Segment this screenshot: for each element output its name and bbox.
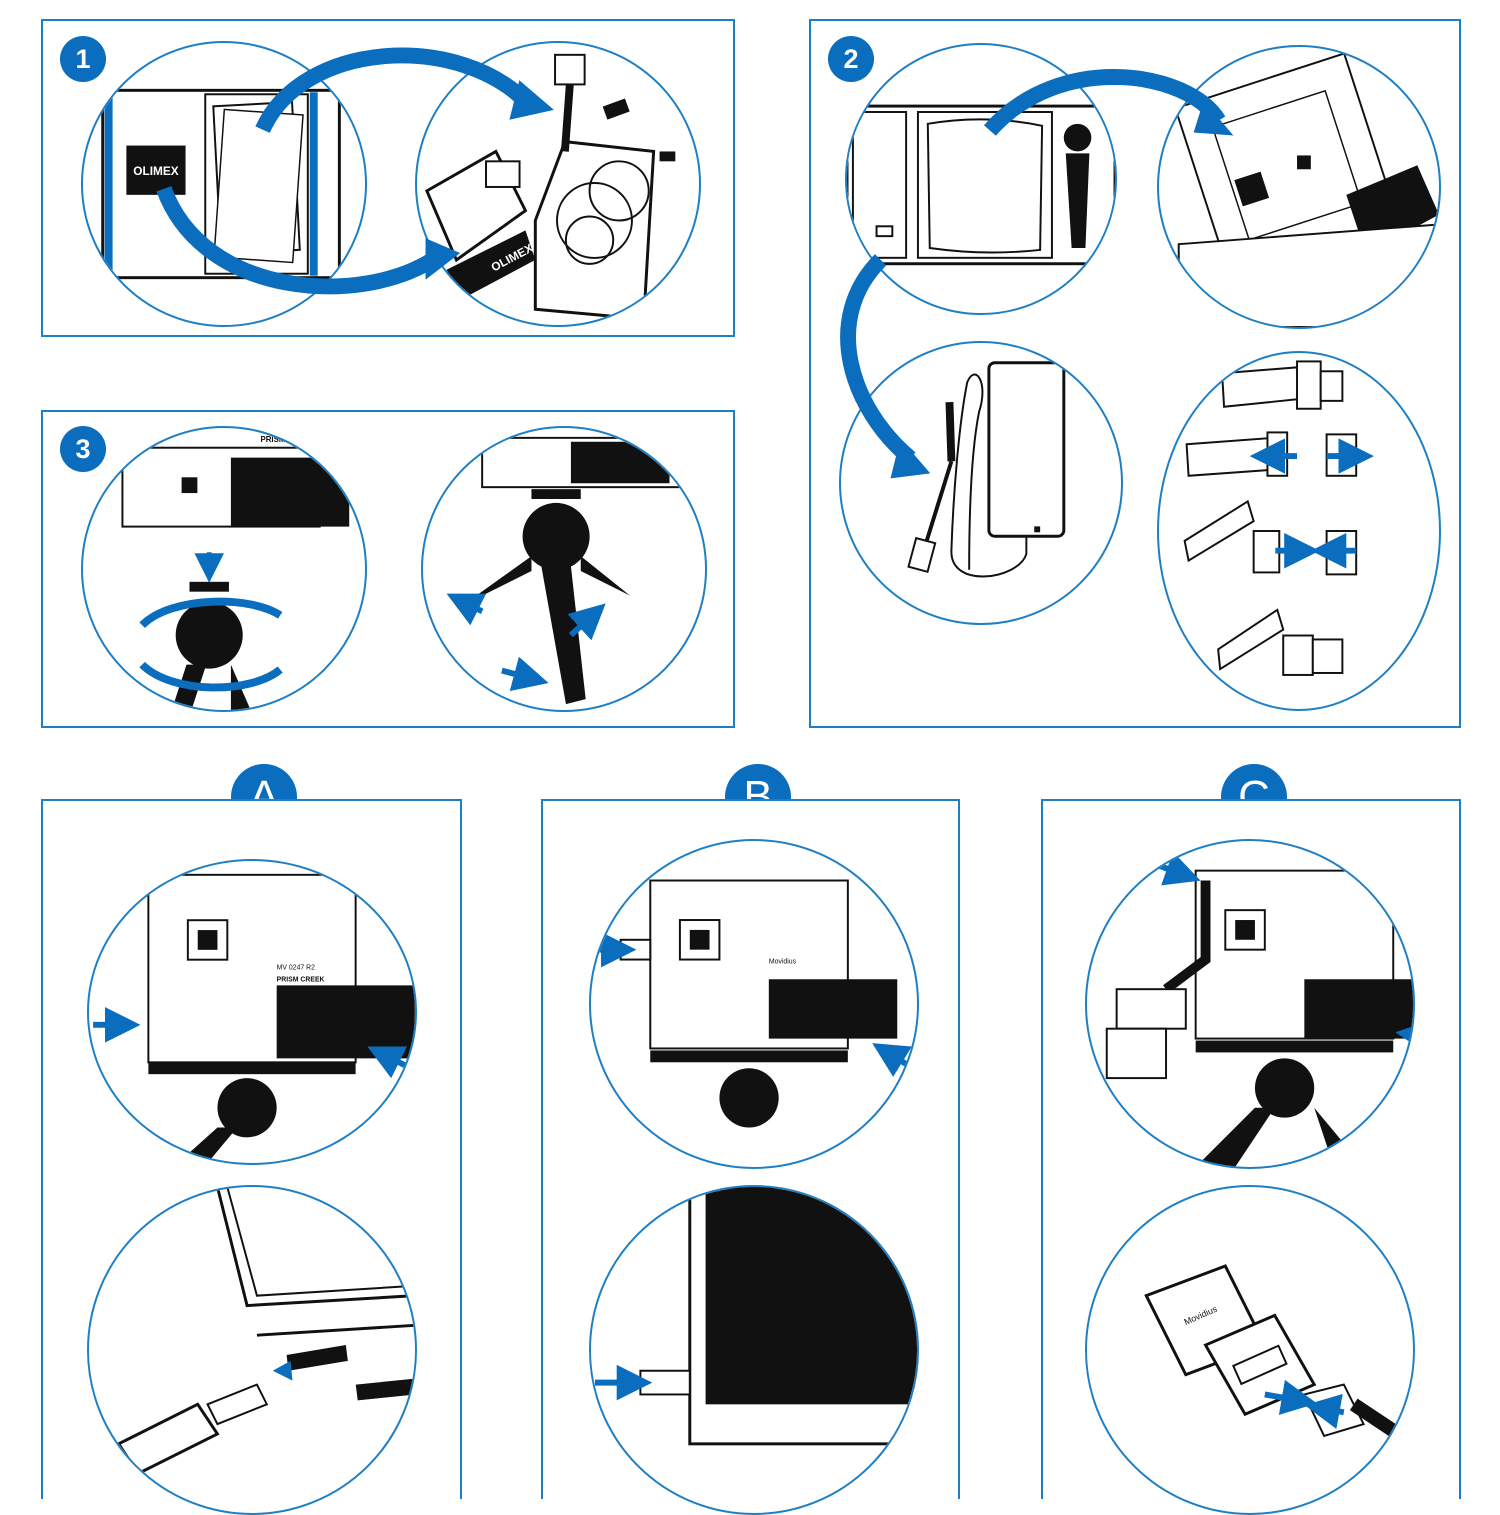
laptop-icon (116, 1187, 415, 1476)
usb-plug-icon (116, 1383, 269, 1476)
bag-icon (847, 104, 1115, 266)
option-a-board-illustration: MV 0247 R2 PRISM CREEK (87, 859, 417, 1165)
option-a-panel: MV 0247 R2 PRISM CREEK (41, 799, 462, 1515)
ribbon-cable-icon (1183, 360, 1374, 676)
step-3-panel: 3 PRISM CREEK (41, 410, 735, 728)
mount-board-illustration: PRISM CREEK (81, 426, 367, 712)
option-b-board-illustration: Movidius (589, 839, 919, 1169)
tripod-legs-illustration (421, 426, 707, 712)
step-3-number: 3 (75, 433, 91, 464)
step-2-panel: 2 (809, 19, 1461, 728)
box-icon: OLIMEX (101, 88, 341, 280)
step-2-badge: 2 (828, 36, 874, 82)
box-illustration: OLIMEX (81, 41, 367, 327)
step-1-panel: 1 OLIMEX OLIMEX (41, 19, 735, 337)
jtag-illustration: Movidius (1085, 1185, 1415, 1515)
jtag-connector-icon (1105, 988, 1187, 1080)
option-c-board-illustration (1085, 839, 1415, 1169)
board-name-text: PRISM CREEK (260, 435, 315, 444)
board-name-text-a: PRISM CREEK (277, 976, 325, 983)
vendor-text-b: Movidius (769, 958, 797, 965)
option-c-panel: Movidius (1041, 799, 1461, 1515)
bag-in-box-illustration (845, 43, 1117, 315)
ribbon-cable-illustration (1157, 351, 1441, 711)
step-1-badge: 1 (60, 36, 106, 82)
hdmi-monitor-illustration (589, 1185, 919, 1515)
usb-laptop-illustration (87, 1185, 417, 1515)
box-logo-text: OLIMEX (133, 164, 178, 178)
board-part-text-a: MV 0247 R2 (277, 965, 315, 972)
tripod-icon: PRISM CREEK (121, 435, 350, 710)
power-adapter-illustration (839, 341, 1123, 625)
board-illustration (1157, 45, 1441, 329)
step-1-number: 1 (75, 43, 91, 74)
unpacked-contents-illustration: OLIMEX (415, 41, 701, 327)
step-2-number: 2 (843, 43, 859, 74)
option-b-panel: Movidius (541, 799, 960, 1515)
step-3-badge: 3 (60, 426, 106, 472)
hdmi-plug-icon (619, 938, 652, 961)
cable-icon: OLIMEX (424, 53, 676, 321)
power-adapter-icon (907, 361, 1066, 578)
monitor-icon (594, 1187, 917, 1446)
